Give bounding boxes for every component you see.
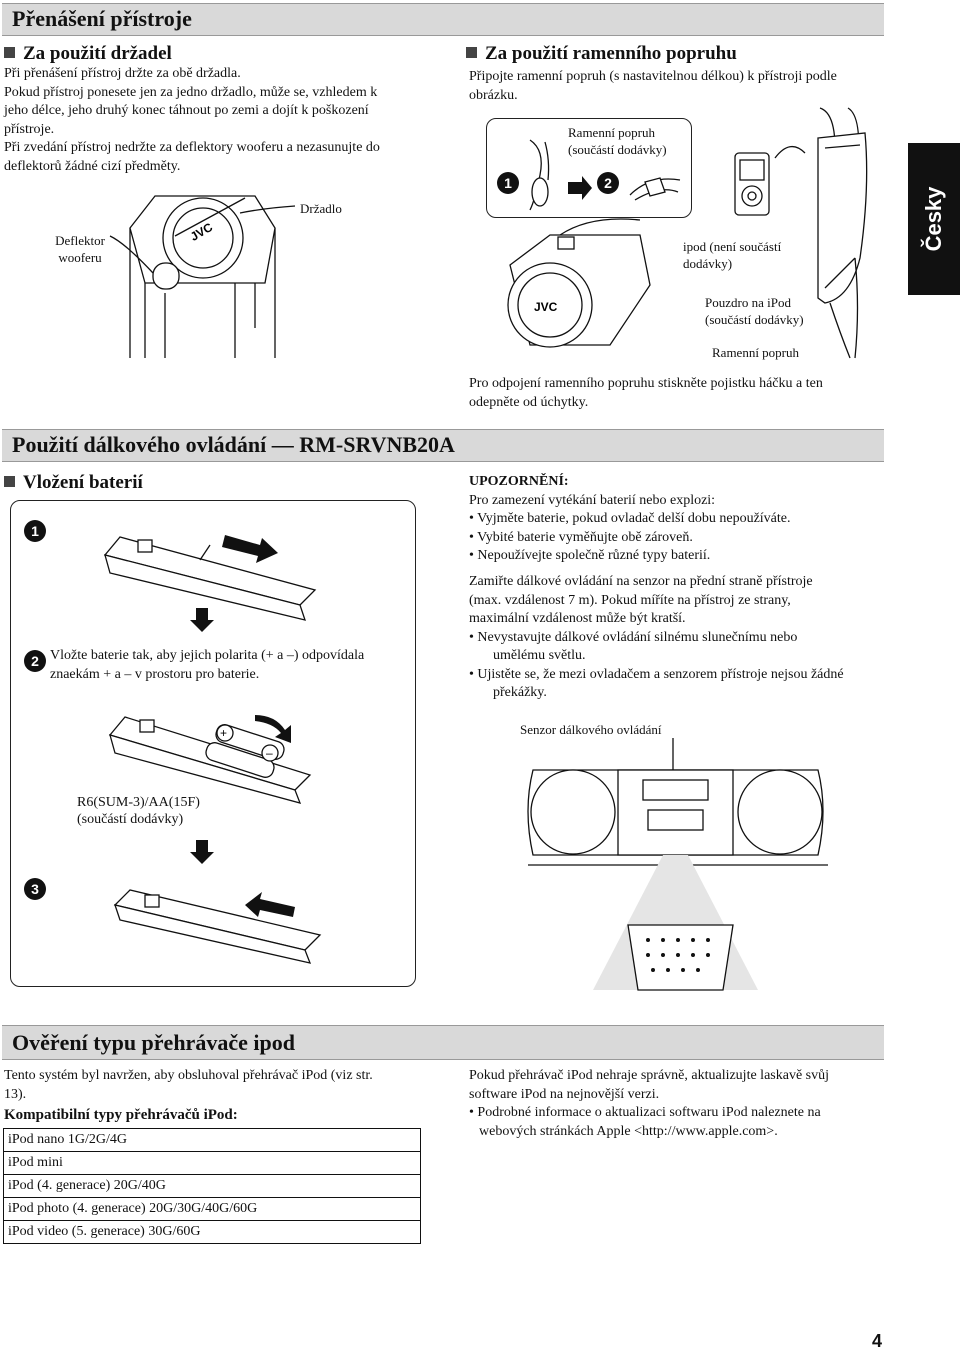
bullet-square-icon [4,476,15,487]
text-line: deflektorů žádné cizí předměty. [4,158,181,174]
section-title: Ověření typu přehrávače ipod [12,1030,295,1055]
text-line: obrázku. [469,87,518,103]
svg-text:–: – [266,746,273,760]
strap-steps-box [486,118,692,218]
table-row: iPod mini [3,1151,421,1175]
remote-closed-illustration [113,889,322,964]
list-item: • Vybité baterie vyměňujte obě zároveň. [469,529,693,545]
strap-heading: Za použití ramenního popruhu [466,43,737,65]
language-tab: Česky [908,143,960,295]
section-header-ipod: Ověření typu přehrávače ipod [2,1025,884,1060]
ipod-case-illustration [734,107,868,359]
text-line: Pokud přístroj ponesete jen za jedno drž… [4,84,378,100]
battery-heading: Vložení baterií [4,472,143,494]
section-title: Přenášení přístroje [12,6,192,31]
page-number: 4 [872,1331,883,1351]
remote-open-illustration [103,535,317,621]
down-arrow-icon [190,840,214,864]
ipod-update-text: Pokud přehrávač iPod nehraje správně, ak… [469,1068,829,1139]
text-line: Připojte ramenní popruh (s nastavitelnou… [469,69,837,84]
strap-note: Pro odpojení ramenního popruhu stiskněte… [469,376,823,410]
list-item: • Vyjměte baterie, pokud ovladač delší d… [469,511,791,526]
table-row: iPod photo (4. generace) 20G/30G/40G/60G [3,1197,421,1221]
text-line: přístroje. [4,121,55,137]
warning-block: UPOZORNĚNÍ: Pro zamezení vytékání bateri… [469,473,889,566]
compat-table: iPod nano 1G/2G/4G iPod mini iPod (4. ge… [3,1128,421,1244]
text-line: Při přenášení přístroj držte za obě drža… [4,66,241,81]
language-tab-label: Česky [921,186,946,252]
table-row: iPod (4. generace) 20G/40G [3,1174,421,1198]
step-3-badge: 3 [24,878,46,900]
list-item: • Ujistěte se, že mezi ovladačem a senzo… [469,666,844,701]
battery-label: R6(SUM-3)/AA(15F) (součástí dodávky) [77,795,200,827]
table-row: iPod video (5. generace) 30G/60G [3,1220,421,1244]
strap-text: Připojte ramenní popruh (s nastavitelnou… [469,68,889,105]
speaker-handle-illustration: JVC [109,195,296,358]
aim-block: Zamiřte dálkové ovládání na senzor na př… [469,573,889,703]
label-handle: Držadlo [300,201,342,216]
step-1-badge: 1 [497,172,519,194]
label-strap: Ramenní popruh (součástí dodávky) [568,125,667,157]
battery-steps-box [10,500,416,987]
step-1-badge: 1 [24,520,46,542]
label-case: Pouzdro na iPod (součástí dodávky) [705,295,804,327]
down-arrow-icon [190,608,214,632]
bullet-square-icon [466,47,477,58]
ipod-intro: Tento systém byl navržen, aby obsluhoval… [4,1068,373,1102]
sensor-label: Senzor dálkového ovládání [520,722,662,737]
speaker-strap-illustration: JVC [507,218,651,348]
list-item: • Nepoužívejte společně různé typy bater… [469,548,711,563]
step-2-badge: 2 [597,172,619,194]
table-row: iPod nano 1G/2G/4G [3,1128,421,1152]
section-title: Použití dálkového ovládání — RM-SRVNB20A [12,432,455,457]
label-strap-bottom: Ramenní popruh [712,345,800,360]
section-header-carrying: Přenášení přístroje [2,3,884,36]
compat-heading: Kompatibilní typy přehrávačů iPod: [4,1107,238,1123]
boombox-remote-illustration [527,738,828,991]
label-deflector: Deflektor wooferu [55,233,105,265]
text-line: Při zvedání přístroj nedržte za deflekto… [4,140,380,155]
step-2-badge: 2 [24,650,46,672]
strap-clip-illustration [529,139,681,211]
remote-batteries-illustration: + – [108,715,312,804]
warning-title: UPOZORNĚNÍ: [469,474,569,489]
step2-text: Vložte baterie tak, aby jejich polarita … [50,648,365,682]
label-ipod: ipod (není součástí dodávky) [683,239,782,271]
list-item: • Nevystavujte dálkové ovládání silnému … [469,629,798,664]
bullet-square-icon [4,47,15,58]
svg-text:JVC: JVC [534,300,558,314]
handles-heading: Za použití držadel [4,43,172,65]
svg-text:+: + [220,726,227,740]
handles-text: Při přenášení přístroj držte za obě drža… [4,65,424,176]
text-line: jeho délce, jeho druhý konec táhnout po … [4,103,369,118]
section-header-remote: Použití dálkového ovládání — RM-SRVNB20A [2,429,884,462]
